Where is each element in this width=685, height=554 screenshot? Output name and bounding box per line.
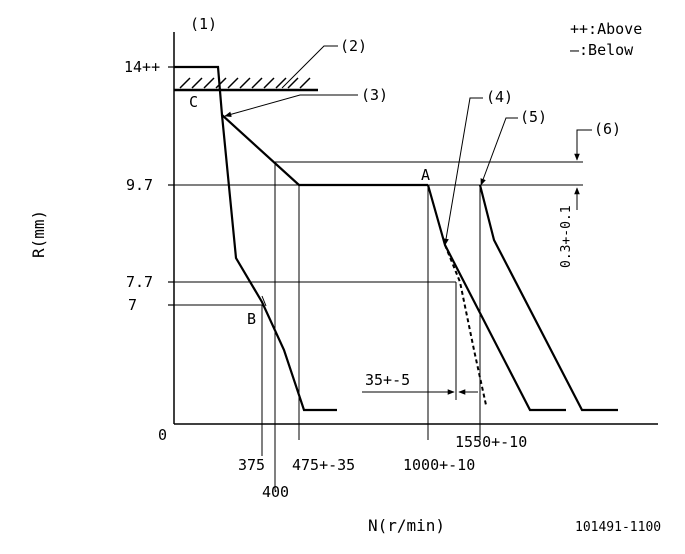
upper-limit-curve: [174, 65, 428, 187]
y-tick-7: 7: [128, 296, 137, 314]
tick-b: [261, 295, 267, 307]
x-tick-400: 400: [262, 483, 289, 501]
callout-3: (3): [361, 86, 388, 104]
point-a: A: [421, 166, 430, 184]
legend-above: ++:Above: [570, 20, 642, 38]
x-tick-1550: 1550+-10: [455, 433, 527, 451]
gap-label: 35+-5: [365, 371, 410, 389]
leader-4: [443, 97, 483, 246]
x-tick-475: 475+-35: [292, 456, 355, 474]
leader-5: [480, 117, 518, 186]
offset-label: 0.3+-0.1: [559, 205, 574, 268]
callout-2: (2): [340, 37, 367, 55]
leader-2: [281, 45, 338, 89]
x-tick-375: 375: [238, 456, 265, 474]
curve-5: [478, 184, 618, 412]
point-b: B: [247, 310, 256, 328]
callout-1: (1): [190, 15, 217, 33]
y-tick-14: 14++: [124, 58, 160, 76]
curve-to-b: [220, 114, 337, 412]
callout-5: (5): [520, 108, 547, 126]
y-axis-title: R(mm): [29, 210, 48, 258]
stopper-hatching: [174, 77, 318, 92]
y-tick-7-7: 7.7: [126, 273, 153, 291]
point-c: C: [189, 93, 198, 111]
y-ticks: [168, 66, 174, 306]
leader-3: [224, 94, 358, 117]
curve-a: [426, 184, 566, 412]
y-tick-0: 0: [158, 426, 167, 444]
callout-6: (6): [594, 120, 621, 138]
drawing-number: 101491-1100: [575, 520, 661, 535]
callout-4: (4): [486, 88, 513, 106]
x-tick-1000: 1000+-10: [403, 456, 475, 474]
y-tick-9-7: 9.7: [126, 176, 153, 194]
legend-below: —:Below: [570, 41, 634, 59]
leader-6: [574, 129, 592, 161]
x-axis-title: N(r/min): [368, 516, 445, 535]
